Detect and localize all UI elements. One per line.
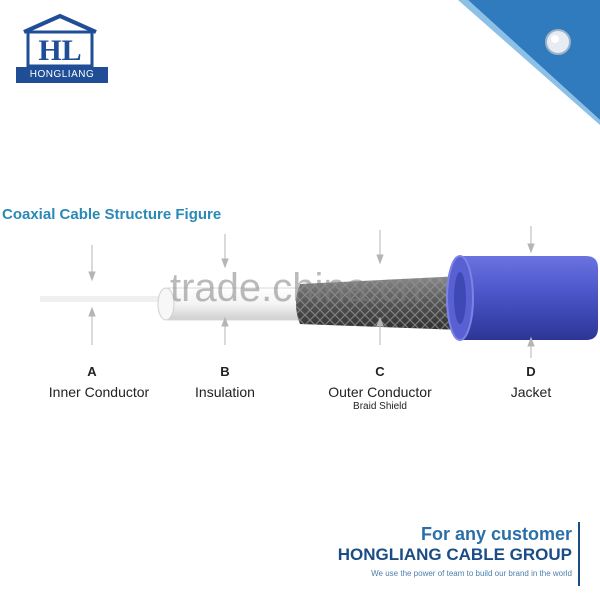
component-a-name: Inner Conductor (48, 384, 150, 400)
footer-slogan: We use the power of team to build our br… (371, 569, 572, 578)
diagram-title: Coaxial Cable Structure Figure (2, 206, 222, 223)
svg-text:HL: HL (38, 34, 81, 67)
component-d-letter: D (526, 364, 536, 379)
component-c-name: Outer Conductor (328, 384, 432, 400)
footer-divider (578, 522, 580, 586)
hl-monogram-icon: HL (23, 13, 97, 68)
component-c-sub: Braid Shield (353, 401, 407, 412)
inner-conductor-shape (40, 296, 165, 302)
component-a-letter: A (87, 364, 97, 379)
footer-tagline: For any customer (420, 524, 572, 544)
watermark-text: trade.china.cn (170, 266, 422, 310)
corner-decoration (458, 0, 600, 125)
footer-company-name: HONGLIANG CABLE GROUP (337, 545, 572, 564)
component-b-letter: B (220, 364, 230, 379)
component-c-letter: C (375, 364, 385, 379)
logo-text: HONGLIANG (16, 67, 108, 83)
jacket-shape (460, 256, 598, 340)
component-d-name: Jacket (510, 384, 552, 400)
pointer-arrows (88, 226, 535, 358)
component-b-name: Insulation (195, 384, 255, 400)
